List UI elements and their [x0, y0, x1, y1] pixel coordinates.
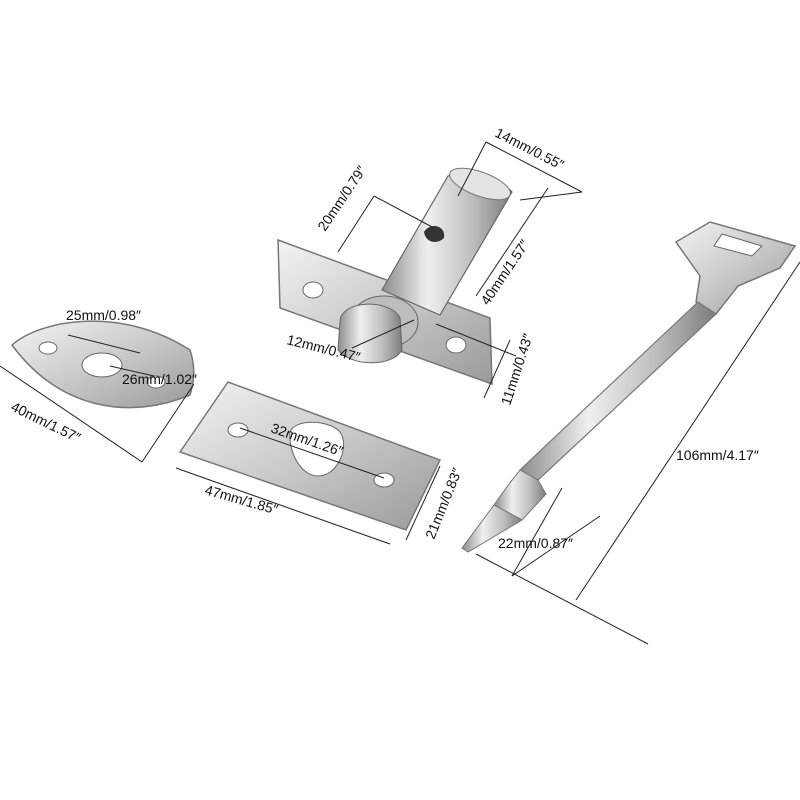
bolt-tube-length-label: 20mm/0.79″ — [314, 163, 369, 234]
oval-plate-width-label: 26mm/1.02″ — [122, 371, 197, 387]
mortise-bolt — [277, 167, 513, 386]
key-bow — [674, 221, 797, 315]
oval-plate-hole-label: 25mm/0.98″ — [66, 307, 141, 323]
strike-plate-length-label: 47mm/1.85″ — [203, 482, 280, 518]
oval-plate-center-hole — [81, 352, 123, 378]
bolt-body-width-label: 14mm/0.55″ — [493, 124, 567, 172]
bolt-body-length-label: 40mm/1.57″ — [477, 237, 532, 308]
oval-plate-screw-hole — [146, 375, 166, 389]
bolt-head — [337, 303, 403, 364]
key-slot — [424, 226, 445, 242]
dimension-lines — [0, 141, 800, 645]
key-length-label: 106mm/4.17″ — [676, 447, 759, 463]
faceplate-screw-hole — [445, 336, 467, 354]
strike-plate-screw-hole — [227, 422, 249, 438]
faceplate-screw-hole — [302, 281, 324, 299]
oval-plate-screw-hole — [38, 341, 58, 355]
bolt-head-depth-label: 11mm/0.43″ — [498, 332, 536, 407]
key-tip-length-label: 22mm/0.87″ — [498, 535, 573, 551]
key — [461, 221, 797, 553]
oval-plate — [10, 320, 195, 409]
key-tip — [461, 504, 524, 553]
oval-plate-length-label: 40mm/1.57″ — [9, 398, 83, 445]
strike-plate — [178, 381, 442, 531]
